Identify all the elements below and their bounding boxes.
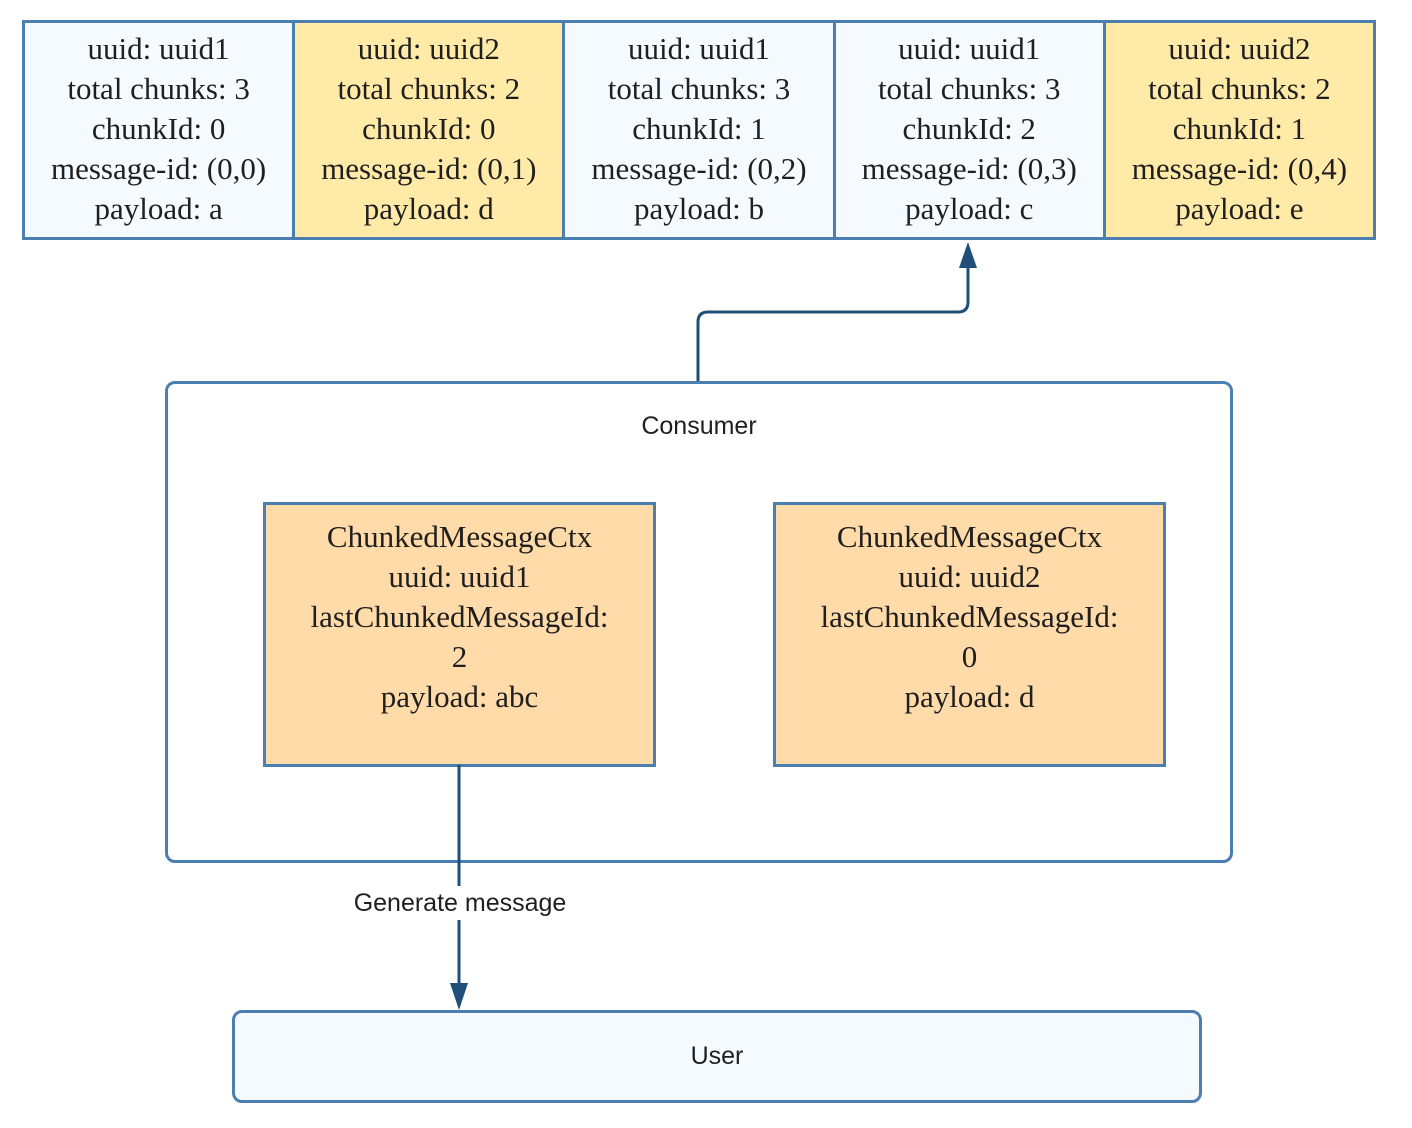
message-chunk-id: chunkId: 1	[1172, 111, 1307, 146]
message-chunk-id: chunkId: 1	[632, 111, 766, 146]
chunked-message-ctx: ChunkedMessageCtx uuid: uuid1 lastChunke…	[263, 502, 656, 767]
message-chunk-id: chunkId: 2	[902, 111, 1036, 146]
message-queue: uuid: uuid1 total chunks: 3 chunkId: 0 m…	[22, 20, 1376, 240]
user-box: User	[232, 1010, 1202, 1103]
message-id: message-id: (0,4)	[1131, 151, 1348, 186]
ctx-uuid: uuid: uuid1	[388, 559, 531, 594]
ctx-last-chunk-value: 2	[451, 639, 468, 674]
message-payload: payload: e	[1175, 191, 1304, 226]
queue-message: uuid: uuid1 total chunks: 3 chunkId: 0 m…	[25, 23, 296, 237]
queue-message: uuid: uuid2 total chunks: 2 chunkId: 1 m…	[1105, 23, 1374, 237]
message-payload: payload: a	[94, 191, 223, 226]
message-uuid: uuid: uuid1	[627, 31, 771, 66]
ctx-last-chunk-label: lastChunkedMessageId:	[820, 599, 1119, 634]
queue-message: uuid: uuid1 total chunks: 3 chunkId: 1 m…	[565, 23, 836, 237]
message-payload: payload: d	[363, 191, 494, 226]
message-chunk-id: chunkId: 0	[91, 111, 226, 146]
message-id: message-id: (0,1)	[321, 151, 537, 186]
ctx-last-chunk-value: 0	[961, 639, 978, 674]
message-id: message-id: (0,2)	[591, 151, 807, 186]
ctx-title: ChunkedMessageCtx	[836, 519, 1103, 554]
message-payload: payload: c	[905, 191, 1034, 226]
message-uuid: uuid: uuid1	[87, 31, 230, 66]
message-payload: payload: b	[634, 191, 764, 226]
message-uuid: uuid: uuid1	[898, 31, 1041, 66]
ctx-title: ChunkedMessageCtx	[326, 519, 593, 554]
upward-arrowhead	[959, 242, 977, 268]
ctx-payload: payload: d	[904, 679, 1035, 714]
user-label: User	[690, 1042, 744, 1070]
queue-message: uuid: uuid1 total chunks: 3 chunkId: 2 m…	[835, 23, 1106, 237]
consumer-to-message-connector	[696, 266, 970, 381]
message-uuid: uuid: uuid2	[1168, 31, 1311, 66]
ctx-payload: payload: abc	[380, 679, 539, 714]
message-total-chunks: total chunks: 3	[877, 71, 1061, 106]
consumer-label: Consumer	[641, 412, 757, 440]
ctx-uuid: uuid: uuid2	[898, 559, 1041, 594]
chunked-message-ctx: ChunkedMessageCtx uuid: uuid2 lastChunke…	[773, 502, 1166, 767]
consumer-box: Consumer ChunkedMessageCtx uuid: uuid1 l…	[165, 381, 1233, 863]
generate-message-label: Generate message	[330, 886, 590, 920]
message-id: message-id: (0,0)	[50, 151, 267, 186]
message-chunk-id: chunkId: 0	[362, 111, 496, 146]
ctx-last-chunk-label: lastChunkedMessageId:	[310, 599, 609, 634]
message-total-chunks: total chunks: 3	[607, 71, 791, 106]
message-uuid: uuid: uuid2	[357, 31, 500, 66]
message-total-chunks: total chunks: 2	[337, 71, 521, 106]
message-total-chunks: total chunks: 3	[67, 71, 250, 106]
downward-arrowhead	[450, 983, 468, 1010]
queue-message: uuid: uuid2 total chunks: 2 chunkId: 0 m…	[295, 23, 566, 237]
message-total-chunks: total chunks: 2	[1148, 71, 1331, 106]
message-id: message-id: (0,3)	[861, 151, 1077, 186]
